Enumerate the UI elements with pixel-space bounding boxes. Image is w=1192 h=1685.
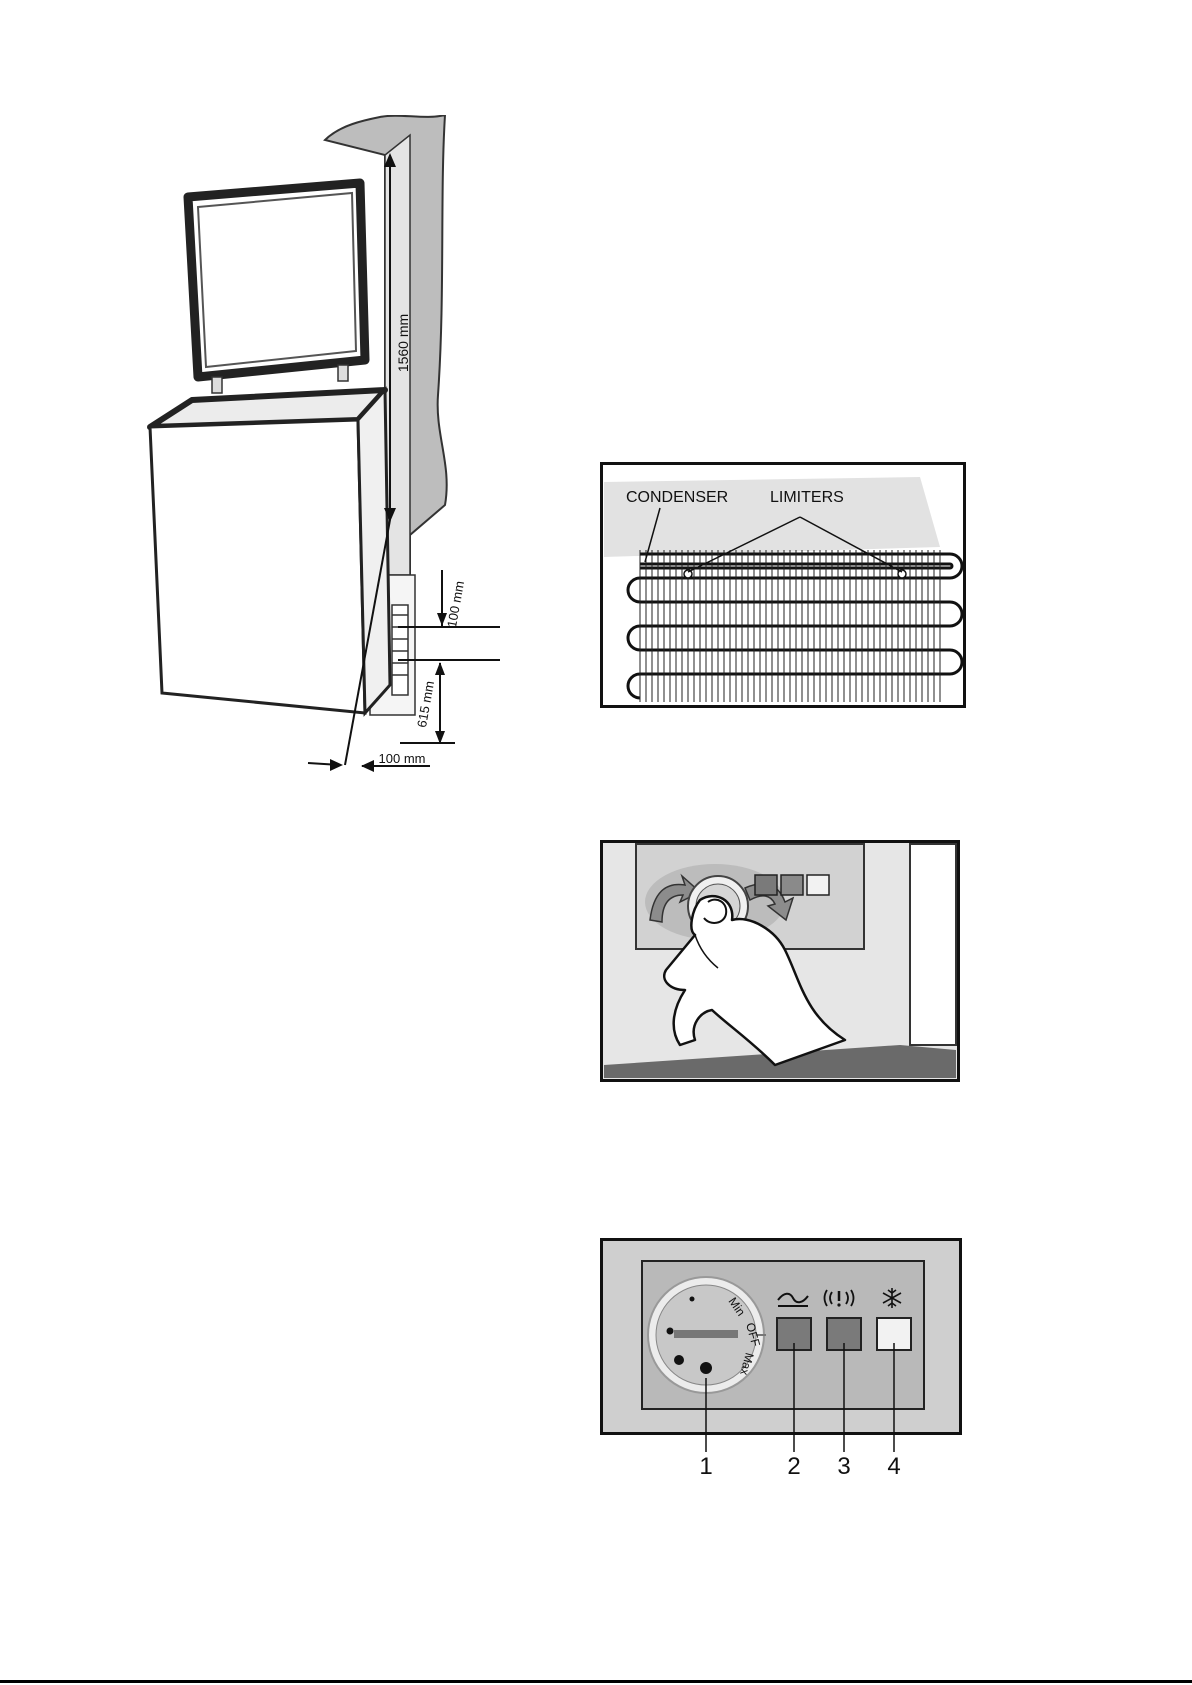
knob-drawing [600, 840, 960, 1082]
condenser-drawing: CONDENSER LIMITERS [600, 462, 966, 708]
lamp-power [755, 875, 777, 895]
hinge-right [338, 365, 348, 381]
callout-4: 4 [887, 1453, 900, 1478]
side-gap-label: 100 mm [379, 751, 426, 766]
arrow-icon [435, 662, 445, 675]
rear-gap-label: 100 mm [444, 580, 467, 629]
lamp-superfreeze [807, 875, 829, 895]
condenser-label: CONDENSER [626, 489, 728, 506]
height-label: 1560 mm [395, 314, 411, 372]
panel-drawing: Min OFF Max 1 2 3 [600, 1238, 962, 1478]
arrow-icon [330, 759, 343, 771]
lamp-alarm [781, 875, 803, 895]
compressor-grille [392, 605, 408, 695]
depth-label: 615 mm [414, 680, 437, 729]
condenser-diagram: CONDENSER LIMITERS [600, 462, 966, 708]
thermostat-adjust-diagram [600, 840, 960, 1082]
installation-drawing: 1560 mm 100 mm 615 mm 100 mm [140, 115, 520, 775]
callout-3: 3 [837, 1453, 850, 1478]
arrow-icon [361, 760, 374, 772]
lid [188, 183, 365, 377]
control-panel-diagram: Min OFF Max 1 2 3 [600, 1238, 962, 1478]
installation-diagram: 1560 mm 100 mm 615 mm 100 mm [140, 115, 520, 775]
callout-1: 1 [699, 1453, 712, 1478]
wall-corner [910, 844, 956, 1045]
cabinet-front [150, 420, 365, 713]
knob-grip [674, 1330, 738, 1338]
callout-2: 2 [787, 1453, 800, 1478]
limiters-label: LIMITERS [770, 489, 844, 506]
hinge-left [212, 377, 222, 393]
page-bottom-rule [0, 1680, 1192, 1683]
